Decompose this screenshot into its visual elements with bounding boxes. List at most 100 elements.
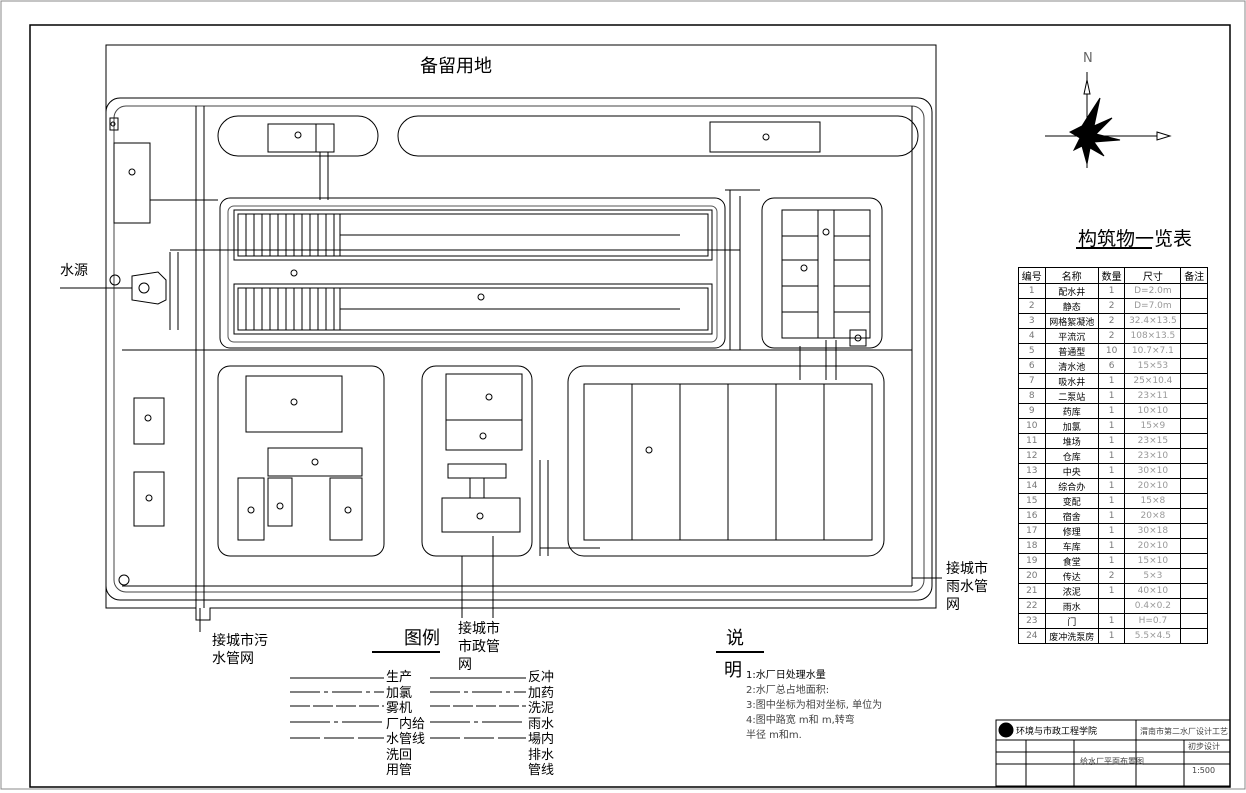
scale-value: 1:500 — [1192, 766, 1216, 775]
table-cell: 2 — [1018, 298, 1046, 314]
note-line: 4:图中路宽 m和 m,转弯 — [746, 715, 855, 726]
ring-road — [105, 97, 933, 601]
table-cell — [1180, 463, 1208, 479]
table-cell: 废冲洗泵房 — [1044, 628, 1099, 644]
table-cell: 22 — [1018, 598, 1046, 614]
table-cell: 2 — [1097, 568, 1126, 584]
drawing-name: 给水厂平面布置图 — [1080, 757, 1144, 766]
legend-left-list: 生产 加氯 雾机 厂内给 水管线 洗回 用管 — [386, 670, 425, 779]
legend-item: 雨水 — [528, 716, 555, 732]
header-cell: 名称 — [1044, 267, 1099, 284]
table-cell: 食堂 — [1044, 553, 1099, 569]
table-cell: 8 — [1018, 388, 1046, 404]
table-cell: 加氯 — [1044, 418, 1099, 434]
table-cell: 7 — [1018, 373, 1046, 389]
notes-title-2: 明 — [724, 660, 742, 681]
table-cell: 30×18 — [1124, 523, 1182, 539]
table-cell — [1180, 508, 1208, 524]
legend-item: 生产 — [386, 670, 413, 685]
table-cell: D=2.0m — [1124, 283, 1182, 299]
table-cell: 10.7×7.1 — [1124, 343, 1182, 359]
table-cell — [1180, 418, 1208, 434]
table-cell: 配水井 — [1044, 283, 1099, 299]
table-cell: 1 — [1018, 283, 1046, 299]
table-cell: 15×8 — [1124, 493, 1182, 509]
note-line: 1:水厂日处理水量 — [746, 670, 826, 681]
filters — [781, 209, 871, 339]
table-cell: D=7.0m — [1124, 298, 1182, 314]
table-cell: 1 — [1097, 448, 1126, 464]
table-cell: 吸水井 — [1044, 373, 1099, 389]
table-cell — [1180, 493, 1208, 509]
table-cell: 1 — [1097, 433, 1126, 449]
table-header-row: 编号 名称 数量 尺寸 备注 — [1018, 267, 1208, 284]
table-cell — [1180, 628, 1208, 644]
legend-right-list: 反冲 加药 洗泥 雨水 場内 排水 管线 — [528, 670, 554, 779]
table-cell: 21 — [1018, 583, 1046, 599]
legend-item: 反冲 — [528, 670, 555, 685]
table-cell: 2 — [1097, 298, 1126, 314]
table-cell — [1180, 373, 1208, 389]
site-boundary — [105, 44, 937, 621]
table-cell: 仓库 — [1044, 448, 1099, 464]
table-cell: 1 — [1097, 283, 1126, 299]
table-cell: 40×10 — [1124, 583, 1182, 599]
table-cell: 6 — [1097, 358, 1126, 374]
legend-item: 場内 — [528, 732, 555, 747]
table-cell: 1 — [1097, 493, 1126, 509]
table-cell — [1180, 583, 1208, 599]
table-cell: 1 — [1097, 403, 1126, 419]
table-cell: 23×11 — [1124, 388, 1182, 404]
notes-list: 1:水厂日处理水量 2:水厂总占地面积: 3:图中坐标为相对坐标, 单位为 4:… — [746, 668, 882, 743]
table-cell: 12 — [1018, 448, 1046, 464]
note-line: 3:图中坐标为相对坐标, 单位为 — [746, 700, 883, 711]
table-cell: 25×10.4 — [1124, 373, 1182, 389]
table-cell: 1 — [1097, 523, 1126, 539]
table-cell: 19 — [1018, 553, 1046, 569]
table-cell — [1180, 313, 1208, 329]
table-cell: 23×15 — [1124, 433, 1182, 449]
table-cell — [1180, 448, 1208, 464]
sedimentation-basin-2 — [233, 283, 713, 335]
table-cell: 1 — [1097, 628, 1126, 644]
table-cell: 108×13.5 — [1124, 328, 1182, 344]
building-1 — [113, 142, 151, 224]
table-cell — [1180, 538, 1208, 554]
table-cell: 3 — [1018, 313, 1046, 329]
table-cell — [1180, 403, 1208, 419]
table-cell: 平流沉 — [1044, 328, 1099, 344]
table-cell: 6 — [1018, 358, 1046, 374]
road-inner — [113, 105, 925, 593]
table-cell: 20×10 — [1124, 538, 1182, 554]
distribution-well — [267, 123, 317, 153]
legend-item: 用管 — [386, 763, 413, 778]
table-cell: 1 — [1097, 478, 1126, 494]
table-cell: 10 — [1097, 343, 1126, 359]
table-cell: 中央 — [1044, 463, 1099, 479]
table-cell: 24 — [1018, 628, 1046, 644]
intake-pump — [131, 271, 167, 305]
table-cell — [1180, 283, 1208, 299]
table-cell: 普通型 — [1044, 343, 1099, 359]
header-cell: 编号 — [1018, 267, 1046, 284]
table-cell: 1 — [1097, 463, 1126, 479]
legend-item: 水管线 — [386, 732, 426, 747]
table-cell — [1180, 298, 1208, 314]
table-cell: 堆场 — [1044, 433, 1099, 449]
table-cell: 18 — [1018, 538, 1046, 554]
table-cell: 静态 — [1044, 298, 1099, 314]
table-cell — [1180, 328, 1208, 344]
table-cell — [1097, 598, 1126, 614]
note-line: 2:水厂总占地面积: — [746, 685, 830, 696]
